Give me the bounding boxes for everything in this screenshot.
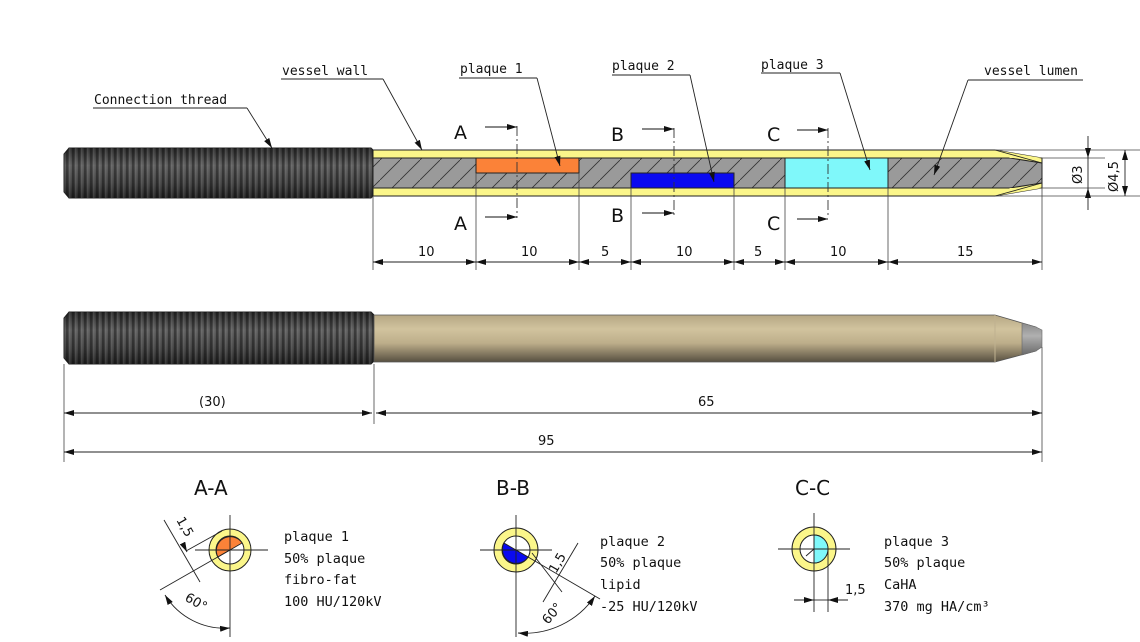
section-c-line-2: 50% plaque (884, 555, 965, 571)
section-a-a: A-A 1,5 60° plaque 1 50% plaque fibro-fa… (159, 476, 382, 637)
callout-plaque-2-label: plaque 2 (612, 59, 675, 74)
section-a-line-3: fibro-fat (284, 572, 357, 588)
section-b-line-2: 50% plaque (600, 555, 681, 571)
callout-plaque-2: plaque 2 (612, 59, 715, 183)
section-b-line-4: -25 HU/120kV (600, 599, 698, 615)
rendered-body (373, 314, 1037, 363)
total-length-label: 95 (538, 434, 555, 449)
callout-plaque-3: plaque 3 (761, 58, 871, 171)
section-c-c: C-C 1,5 plaque 3 50% plaque CaHA 370 mg … (778, 476, 990, 615)
section-a-angle: 60° (182, 590, 209, 615)
section-b-line-3: lipid (600, 577, 641, 593)
section-c-c-title: C-C (795, 476, 830, 500)
cut-marker-a-top: A (454, 122, 467, 144)
section-a-plaque (215, 536, 243, 558)
rendered-view: (30) 65 95 (63, 311, 1043, 462)
section-view: A A B B C C Connection thread vessel wal… (63, 58, 1140, 270)
callout-vessel-wall: vessel wall (281, 64, 423, 151)
plaque-2-shape (630, 172, 735, 189)
outer-diameter-label: Ø4,5 (1107, 161, 1122, 192)
section-b-angle: 60° (540, 600, 566, 627)
section-a-line-4: 100 HU/120kV (284, 594, 382, 610)
section-b-b-title: B-B (496, 476, 530, 500)
segment-dim-5: 5 (754, 245, 762, 260)
callout-vessel-lumen: vessel lumen (933, 64, 1083, 176)
callout-vessel-wall-label: vessel wall (282, 64, 368, 79)
thread-length-label: (30) (199, 395, 226, 410)
segment-dim-4: 10 (676, 245, 693, 260)
segment-dim-1: 10 (418, 245, 435, 260)
callout-vessel-lumen-label: vessel lumen (984, 64, 1078, 79)
plaque-1-shape (475, 157, 580, 174)
section-b-plaque (501, 542, 529, 564)
callout-connection-thread: Connection thread (93, 93, 273, 149)
connection-thread (63, 147, 374, 199)
section-c-line-3: CaHA (884, 577, 917, 593)
section-c-thickness: 1,5 (845, 583, 866, 598)
section-a-thickness: 1,5 (173, 515, 196, 540)
callout-connection-thread-label: Connection thread (94, 93, 227, 108)
rendered-thread (63, 311, 375, 365)
rendered-tip (1021, 322, 1043, 356)
plaque-3-shape (784, 157, 889, 189)
segment-dim-2: 10 (521, 245, 538, 260)
section-a-line-1: plaque 1 (284, 529, 349, 545)
callout-plaque-3-label: plaque 3 (761, 58, 824, 73)
section-b-b: B-B 1,5 60° plaque 2 50% plaque lipid -2… (480, 476, 698, 637)
diameter-dimensions: Ø3 Ø4,5 (995, 136, 1140, 210)
cut-marker-b-top: B (611, 124, 624, 146)
callout-plaque-1: plaque 1 (459, 62, 561, 167)
callout-plaque-1-label: plaque 1 (460, 62, 523, 77)
segment-dimensions: 10 10 5 10 5 10 15 (372, 173, 1043, 270)
section-c-line-4: 370 mg HA/cm³ (884, 599, 990, 615)
cut-line-b (642, 126, 675, 216)
inner-diameter-label: Ø3 (1071, 165, 1086, 184)
section-a-a-title: A-A (194, 476, 228, 500)
section-a-line-2: 50% plaque (284, 551, 365, 567)
cut-marker-a-bottom: A (454, 213, 467, 235)
cut-marker-c-top: C (767, 124, 780, 146)
cut-line-c (797, 127, 829, 222)
segment-dim-3: 5 (601, 245, 609, 260)
cut-line-a (485, 124, 518, 220)
section-c-line-1: plaque 3 (884, 534, 949, 550)
body-length-label: 65 (698, 395, 715, 410)
segment-dim-7: 15 (957, 245, 974, 260)
cut-marker-c-bottom: C (767, 213, 780, 235)
section-b-line-1: plaque 2 (600, 534, 665, 550)
segment-dim-6: 10 (830, 245, 847, 260)
section-b-thickness: 1,5 (546, 551, 569, 576)
cut-marker-b-bottom: B (611, 205, 624, 227)
